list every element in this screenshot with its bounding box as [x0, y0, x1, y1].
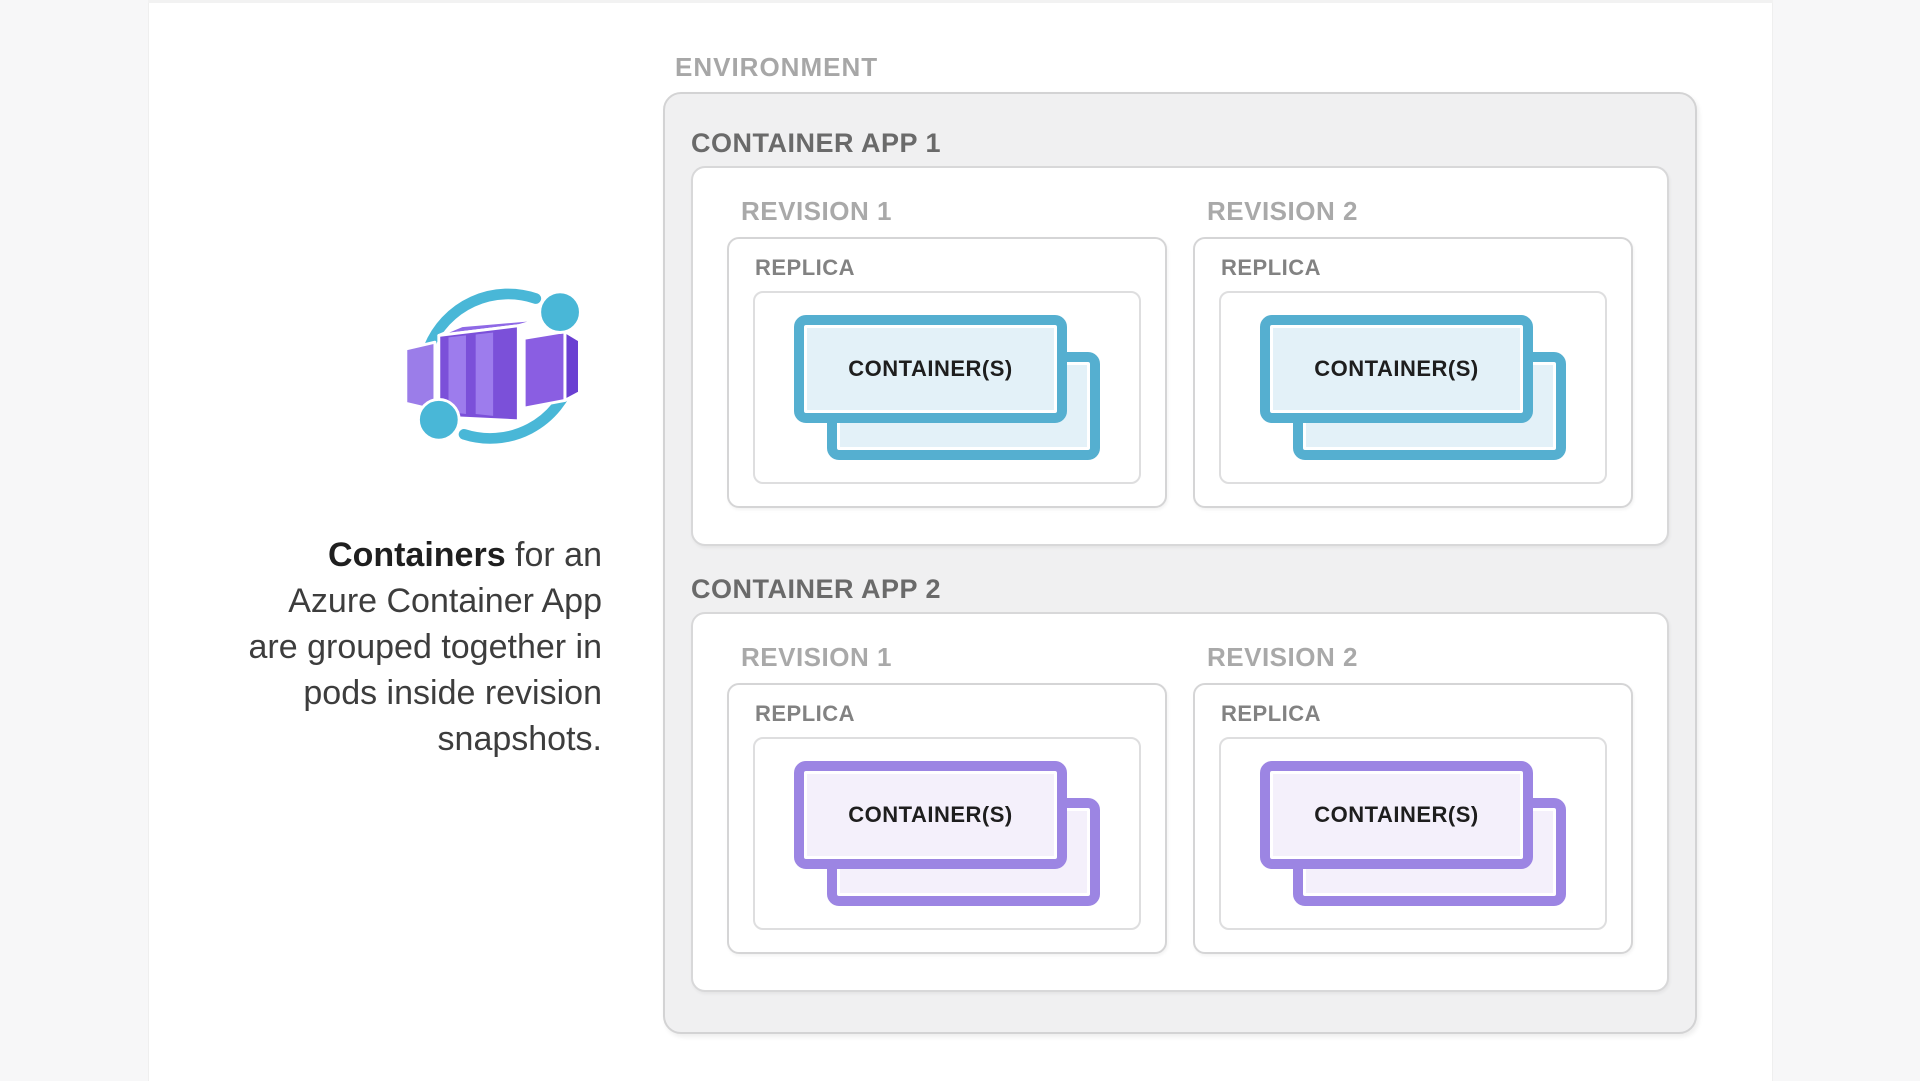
right-margin-strip: [1772, 0, 1920, 1081]
icon-dot-top-right: [538, 290, 582, 334]
icon-box-stripe: [475, 332, 494, 416]
app2-revision-2-column: REVISION 2 REPLICA CONTAINER(S): [1193, 642, 1633, 954]
replica-box: CONTAINER(S): [753, 737, 1141, 930]
revision-label: REVISION 2: [1207, 196, 1358, 226]
replica-label: REPLICA: [755, 255, 856, 280]
caption-bold-lead: Containers: [328, 536, 506, 574]
container-card-front: CONTAINER(S): [794, 761, 1067, 869]
replica-label: REPLICA: [1221, 701, 1322, 726]
top-divider: [148, 0, 1773, 3]
container-stack: CONTAINER(S): [1260, 315, 1566, 460]
replica-box: CONTAINER(S): [1219, 291, 1607, 484]
revision-box: REPLICA CONTAINER(S): [727, 237, 1167, 508]
environment-box: CONTAINER APP 1 REVISION 1 REPLICA CONTA…: [663, 92, 1697, 1034]
container-stack: CONTAINER(S): [794, 315, 1100, 460]
icon-arc-top: [423, 288, 542, 353]
replica-box: CONTAINER(S): [1219, 737, 1607, 930]
revision-box: REPLICA CONTAINER(S): [1193, 237, 1633, 508]
azure-container-apps-icon: [404, 288, 582, 444]
container-card-front: CONTAINER(S): [1260, 761, 1533, 869]
revision-box: REPLICA CONTAINER(S): [1193, 683, 1633, 954]
app1-revision-2-column: REVISION 2 REPLICA CONTAINER(S): [1193, 196, 1633, 508]
container-card-label: CONTAINER(S): [1314, 356, 1479, 381]
replica-label: REPLICA: [1221, 255, 1322, 280]
container-app-1-box: REVISION 1 REPLICA CONTAINER(S) REVISION: [691, 166, 1669, 546]
icon-dot-bottom-left: [416, 397, 461, 442]
app2-revision-1-column: REVISION 1 REPLICA CONTAINER(S): [727, 642, 1167, 954]
revision-box: REPLICA CONTAINER(S): [727, 683, 1167, 954]
container-card-front: CONTAINER(S): [794, 315, 1067, 423]
caption-text: Containers for an Azure Container App ar…: [150, 532, 602, 762]
revision-label: REVISION 1: [741, 196, 892, 226]
container-stack: CONTAINER(S): [794, 761, 1100, 906]
container-stack: CONTAINER(S): [1260, 761, 1566, 906]
icon-box-stripe: [448, 335, 466, 414]
container-app-1-label: CONTAINER APP 1: [691, 128, 942, 158]
icon-right-box-side: [563, 330, 581, 402]
app1-revision-1-column: REVISION 1 REPLICA CONTAINER(S): [727, 196, 1167, 508]
container-card-label: CONTAINER(S): [1314, 802, 1479, 827]
revision-label: REVISION 1: [741, 642, 892, 672]
left-margin-strip: [0, 0, 149, 1081]
icon-right-box-front: [522, 330, 567, 410]
caption-rest: for an Azure Container App are grouped t…: [248, 536, 602, 758]
container-card-label: CONTAINER(S): [848, 356, 1013, 381]
container-card-label: CONTAINER(S): [848, 802, 1013, 827]
replica-label: REPLICA: [755, 701, 856, 726]
container-card-front: CONTAINER(S): [1260, 315, 1533, 423]
replica-box: CONTAINER(S): [753, 291, 1141, 484]
container-app-2-label: CONTAINER APP 2: [691, 574, 942, 604]
environment-label: ENVIRONMENT: [675, 52, 879, 82]
container-app-2-box: REVISION 1 REPLICA CONTAINER(S) REVISION: [691, 612, 1669, 992]
revision-label: REVISION 2: [1207, 642, 1358, 672]
